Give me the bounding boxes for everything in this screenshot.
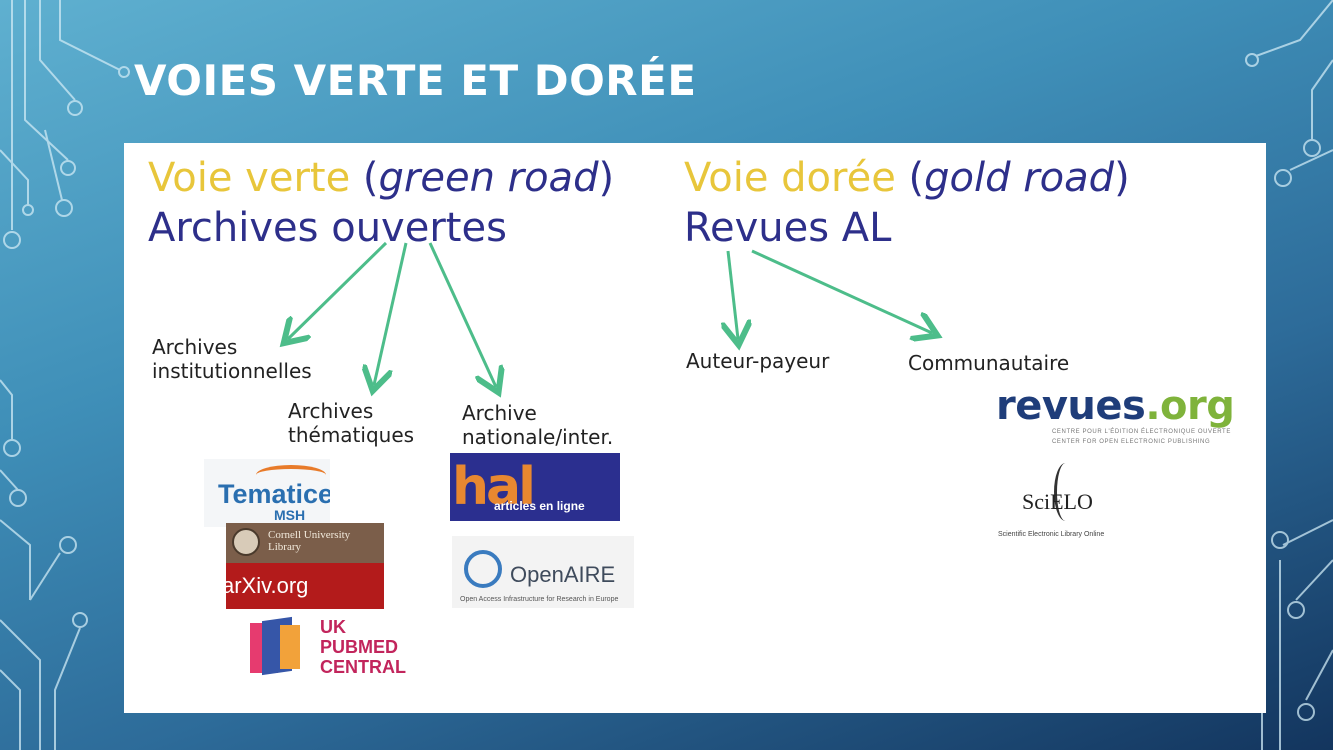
branch-community: Communautaire bbox=[908, 351, 1070, 375]
green-road-heading: Voie verte (green road) bbox=[148, 155, 615, 201]
open-archives-title: Archives ouvertes bbox=[148, 205, 507, 251]
arrow-institutional bbox=[288, 241, 388, 339]
open-access-journals-title: Revues AL bbox=[684, 205, 892, 251]
scielo-arc-icon bbox=[1054, 463, 1077, 521]
content-panel: Voie verte (green road) Archives ouverte… bbox=[124, 143, 1266, 713]
uk-pubmed-central-logo: UK PUBMED CENTRAL bbox=[244, 613, 414, 683]
openaire-logo: OpenAIRE Open Access Infrastructure for … bbox=[452, 536, 634, 608]
openaire-ring-icon bbox=[464, 550, 502, 588]
revues-org-logo: revues.org CENTRE POUR L'ÉDITION ÉLECTRO… bbox=[994, 383, 1254, 453]
branch-institutional: Archives institutionnelles bbox=[152, 335, 312, 383]
gold-road-english: gold road bbox=[924, 155, 1115, 201]
slide-title: Voies verte et dorée bbox=[134, 56, 697, 105]
green-road-label: Voie verte bbox=[148, 155, 351, 201]
gold-road-label: Voie dorée bbox=[684, 155, 896, 201]
arrow-community bbox=[751, 249, 932, 333]
arrow-national bbox=[428, 242, 496, 387]
hal-logo: hal articles en ligne bbox=[450, 453, 620, 521]
arxiv-logo: Cornell University Library arXiv.org bbox=[226, 523, 384, 609]
arrow-thematic bbox=[374, 242, 408, 385]
arrow-author-pays bbox=[728, 250, 738, 339]
branch-national: Archive nationale/inter. bbox=[462, 401, 614, 449]
branch-arrows bbox=[124, 241, 1266, 713]
branch-thematic: Archives thématiques bbox=[288, 399, 415, 447]
branch-author-pays: Auteur-payeur bbox=[686, 349, 830, 373]
scielo-logo: SciELO Scientific Electronic Library Onl… bbox=[994, 461, 1124, 545]
gold-road-heading: Voie dorée (gold road) bbox=[684, 155, 1130, 201]
green-road-english: green road bbox=[378, 155, 599, 201]
tematice-logo: Tematice MSH bbox=[204, 459, 330, 527]
cornell-seal-icon bbox=[232, 528, 260, 556]
